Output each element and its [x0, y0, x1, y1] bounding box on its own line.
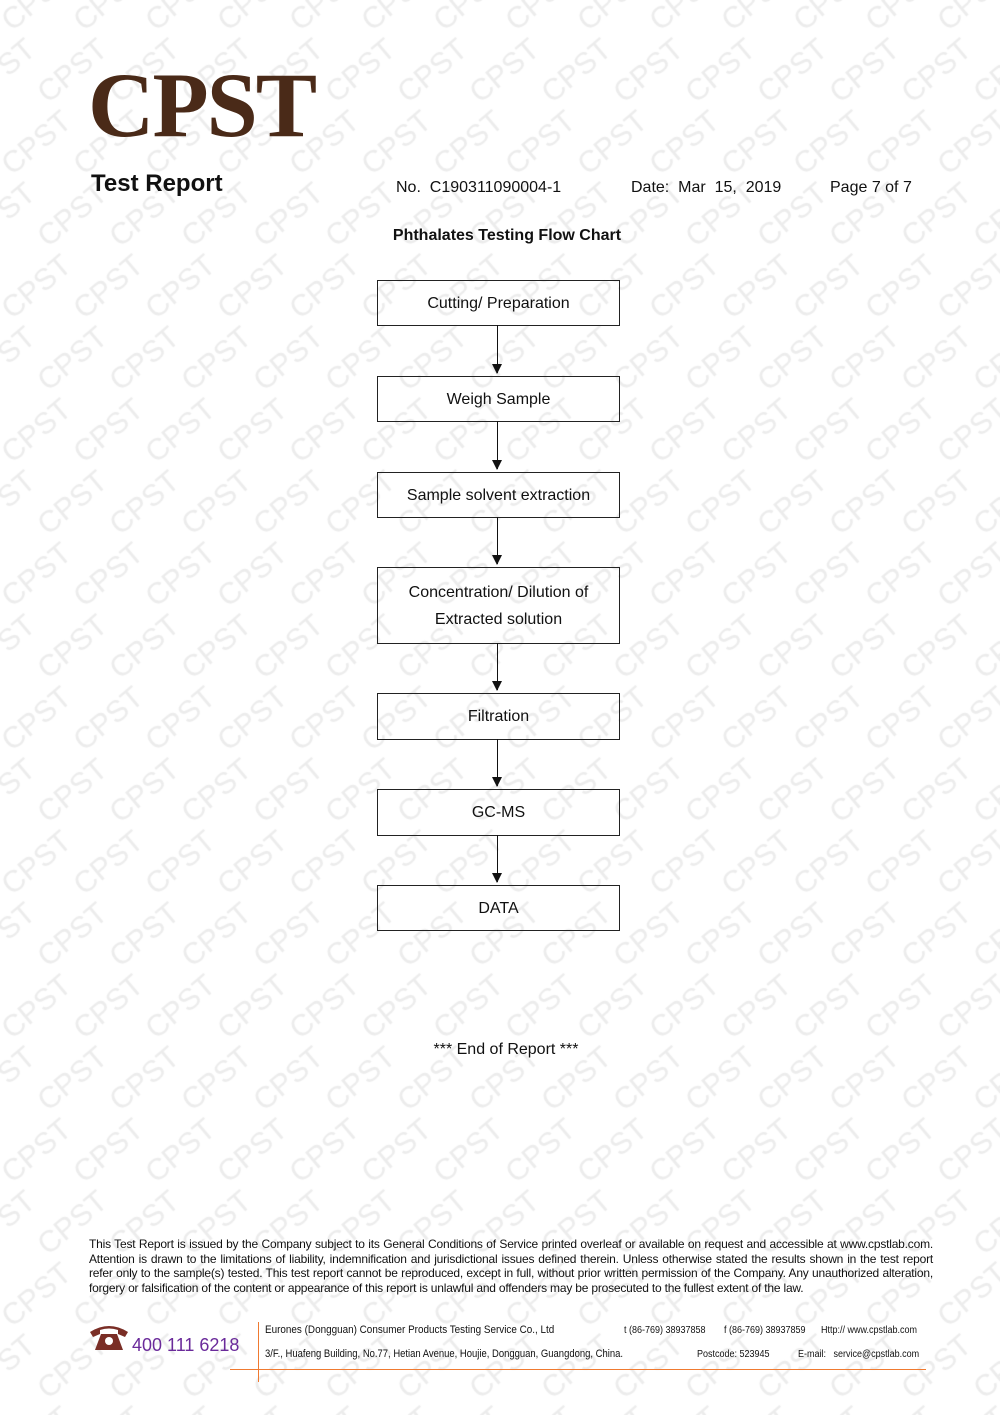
flow-arrow — [492, 517, 502, 565]
divider — [258, 1322, 259, 1382]
hotline-number: 400 111 6218 — [132, 1335, 240, 1355]
flow-step-extraction: Sample solvent extraction — [377, 472, 620, 518]
company-name: Eurones (Dongguan) Consumer Products Tes… — [265, 1324, 555, 1336]
telephone-icon — [88, 1322, 130, 1357]
flow-chart-title: Phthalates Testing Flow Chart — [392, 227, 622, 244]
flow-arrow — [492, 325, 502, 374]
cpst-logo: CPST — [88, 54, 317, 156]
disclaimer: This Test Report is issued by the Compan… — [89, 1237, 933, 1295]
report-number: No. C190311090004-1 — [396, 179, 562, 196]
email: E-mail: service@cpstlab.com — [798, 1349, 920, 1360]
postcode: Postcode: 523945 — [697, 1349, 770, 1360]
flow-arrow — [492, 835, 502, 883]
flow-step-cutting: Cutting/ Preparation — [377, 280, 620, 326]
flow-arrow — [492, 739, 502, 787]
flow-step-filtration: Filtration — [377, 693, 620, 740]
flow-arrow — [492, 421, 502, 470]
telephone: t (86-769) 38937858 — [624, 1325, 706, 1336]
flow-step-concentration: Concentration/ Dilution of Extracted sol… — [377, 567, 620, 644]
flow-step-data: DATA — [377, 885, 620, 931]
report-title: Test Report — [91, 170, 223, 197]
address: 3/F., Huafeng Building, No.77, Hetian Av… — [265, 1348, 623, 1360]
end-of-report: *** End of Report *** — [433, 1041, 579, 1058]
flow-arrow — [492, 643, 502, 691]
flow-step-gcms: GC-MS — [377, 789, 620, 836]
divider — [230, 1369, 926, 1370]
page-number: Page 7 of 7 — [830, 179, 912, 196]
flow-step-weigh: Weigh Sample — [377, 376, 620, 422]
report-date: Date: Mar 15, 2019 — [631, 179, 782, 196]
website: Http:// www.cpstlab.com — [821, 1325, 918, 1336]
fax: f (86-769) 38937859 — [724, 1325, 806, 1336]
